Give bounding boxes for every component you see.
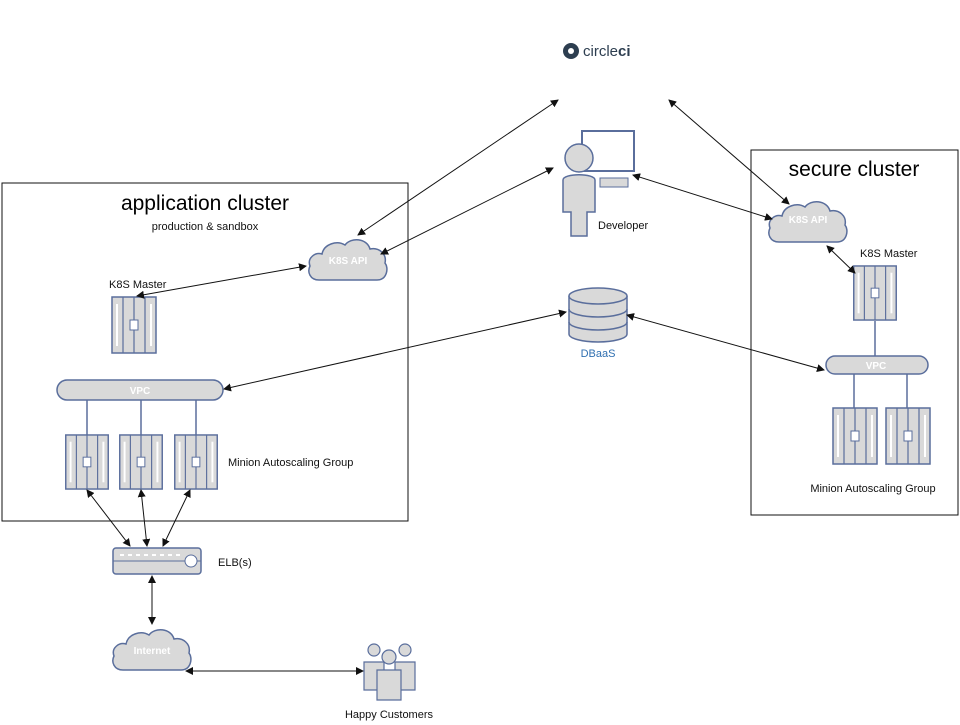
secure-vpc: VPC <box>825 355 929 375</box>
app-minion-server-icon <box>173 434 219 490</box>
connector-arrow <box>632 173 773 221</box>
secure-minion-group-label: Minion Autoscaling Group <box>810 483 935 495</box>
secure-minion-server-icon <box>832 407 878 465</box>
developer-label: Developer <box>598 220 648 232</box>
application-cluster-title: application cluster <box>121 192 289 215</box>
internet: Internet <box>112 629 192 671</box>
database-icon <box>568 287 628 343</box>
connector-arrow <box>668 99 790 205</box>
keyboard-icon <box>599 177 629 188</box>
app-k8s-api: K8S API <box>308 239 388 281</box>
app-vpc-label: VPC <box>130 386 151 397</box>
secure-k8s-api-label: K8S API <box>789 215 828 226</box>
connector-arrow <box>380 167 554 255</box>
happy-customers: Happy Customers <box>345 643 434 721</box>
person-body-icon <box>562 174 596 237</box>
app-k8s-master-server-icon <box>111 296 157 354</box>
dbaas-label: DBaaS <box>581 348 616 360</box>
secure-vpc-label: VPC <box>866 361 887 372</box>
person-head-icon <box>564 143 594 173</box>
connector-arrow <box>223 309 567 392</box>
secure-cluster-title: secure cluster <box>789 158 920 181</box>
secure-vpc-pipe-icon <box>825 355 929 375</box>
elb: ELB(s) <box>112 547 252 575</box>
app-k8s-api-label: K8S API <box>329 256 368 267</box>
developer: Developer <box>562 130 648 237</box>
secure-k8s-master-label: K8S Master <box>860 248 918 260</box>
internet-label: Internet <box>134 646 171 657</box>
app-vpc: VPC <box>56 379 224 401</box>
developer-workstation-icon <box>562 130 635 237</box>
secure-minion-server-icon <box>885 407 931 465</box>
connector-arrow <box>137 489 151 547</box>
app-vpc-pipe-icon <box>56 379 224 401</box>
circleci-logo-text: circleci <box>583 43 631 60</box>
dbaas: DBaaS <box>568 287 628 360</box>
connector-arrow <box>357 99 559 236</box>
circleci-logo-dot <box>568 48 574 54</box>
application-cluster-subtitle: production & sandbox <box>152 221 259 233</box>
app-minion-server-icon <box>64 434 110 490</box>
circleci-logo: circleci <box>563 43 631 60</box>
app-minion-server-icon <box>118 434 164 490</box>
connector-arrow <box>626 313 825 372</box>
elb-label: ELB(s) <box>218 557 252 569</box>
connector-arrow <box>86 489 131 547</box>
secure-cluster: secure cluster K8S API K8S Master VPC Mi… <box>750 149 959 516</box>
app-k8s-master-label: K8S Master <box>109 279 167 291</box>
connector-arrow <box>826 245 856 274</box>
application-cluster: application cluster production & sandbox… <box>1 182 409 522</box>
connectors <box>86 99 856 675</box>
connector-arrow <box>136 263 307 299</box>
app-minion-group-label: Minion Autoscaling Group <box>228 457 353 469</box>
customers-group-icon <box>363 643 416 701</box>
happy-customers-label: Happy Customers <box>345 709 434 721</box>
secure-k8s-master-server-icon <box>852 265 898 321</box>
load-balancer-icon <box>112 547 202 575</box>
connector-arrow <box>162 489 191 547</box>
